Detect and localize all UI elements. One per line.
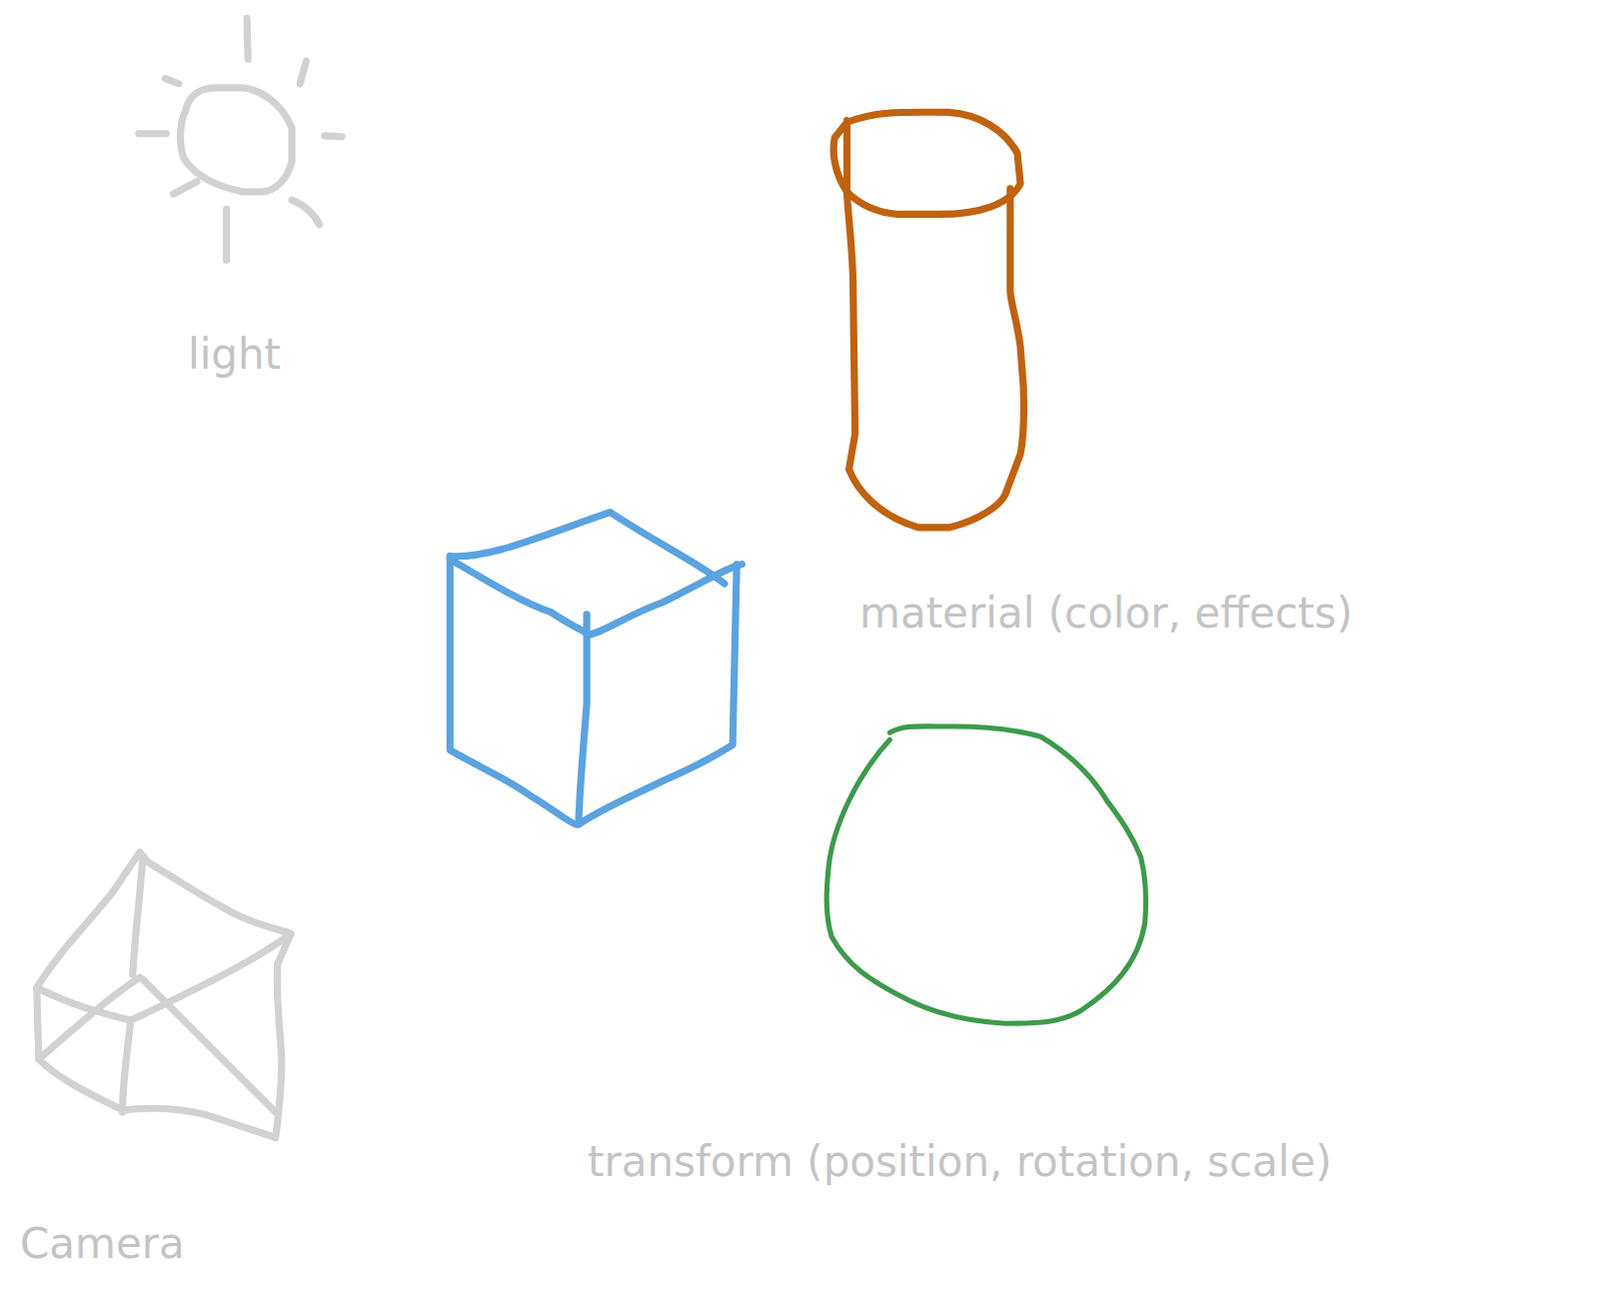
camera-frustum (36, 852, 291, 1139)
transform-label: transform (position, rotation, scale) (587, 1139, 1333, 1186)
material-label: material (color, effects) (859, 590, 1354, 637)
camera-label: Camera (19, 1221, 185, 1268)
light-label: light (187, 331, 281, 378)
light-icon (138, 17, 342, 260)
cylinder-shape (833, 111, 1024, 528)
sphere-shape (826, 726, 1146, 1024)
cube-shape (449, 512, 742, 825)
